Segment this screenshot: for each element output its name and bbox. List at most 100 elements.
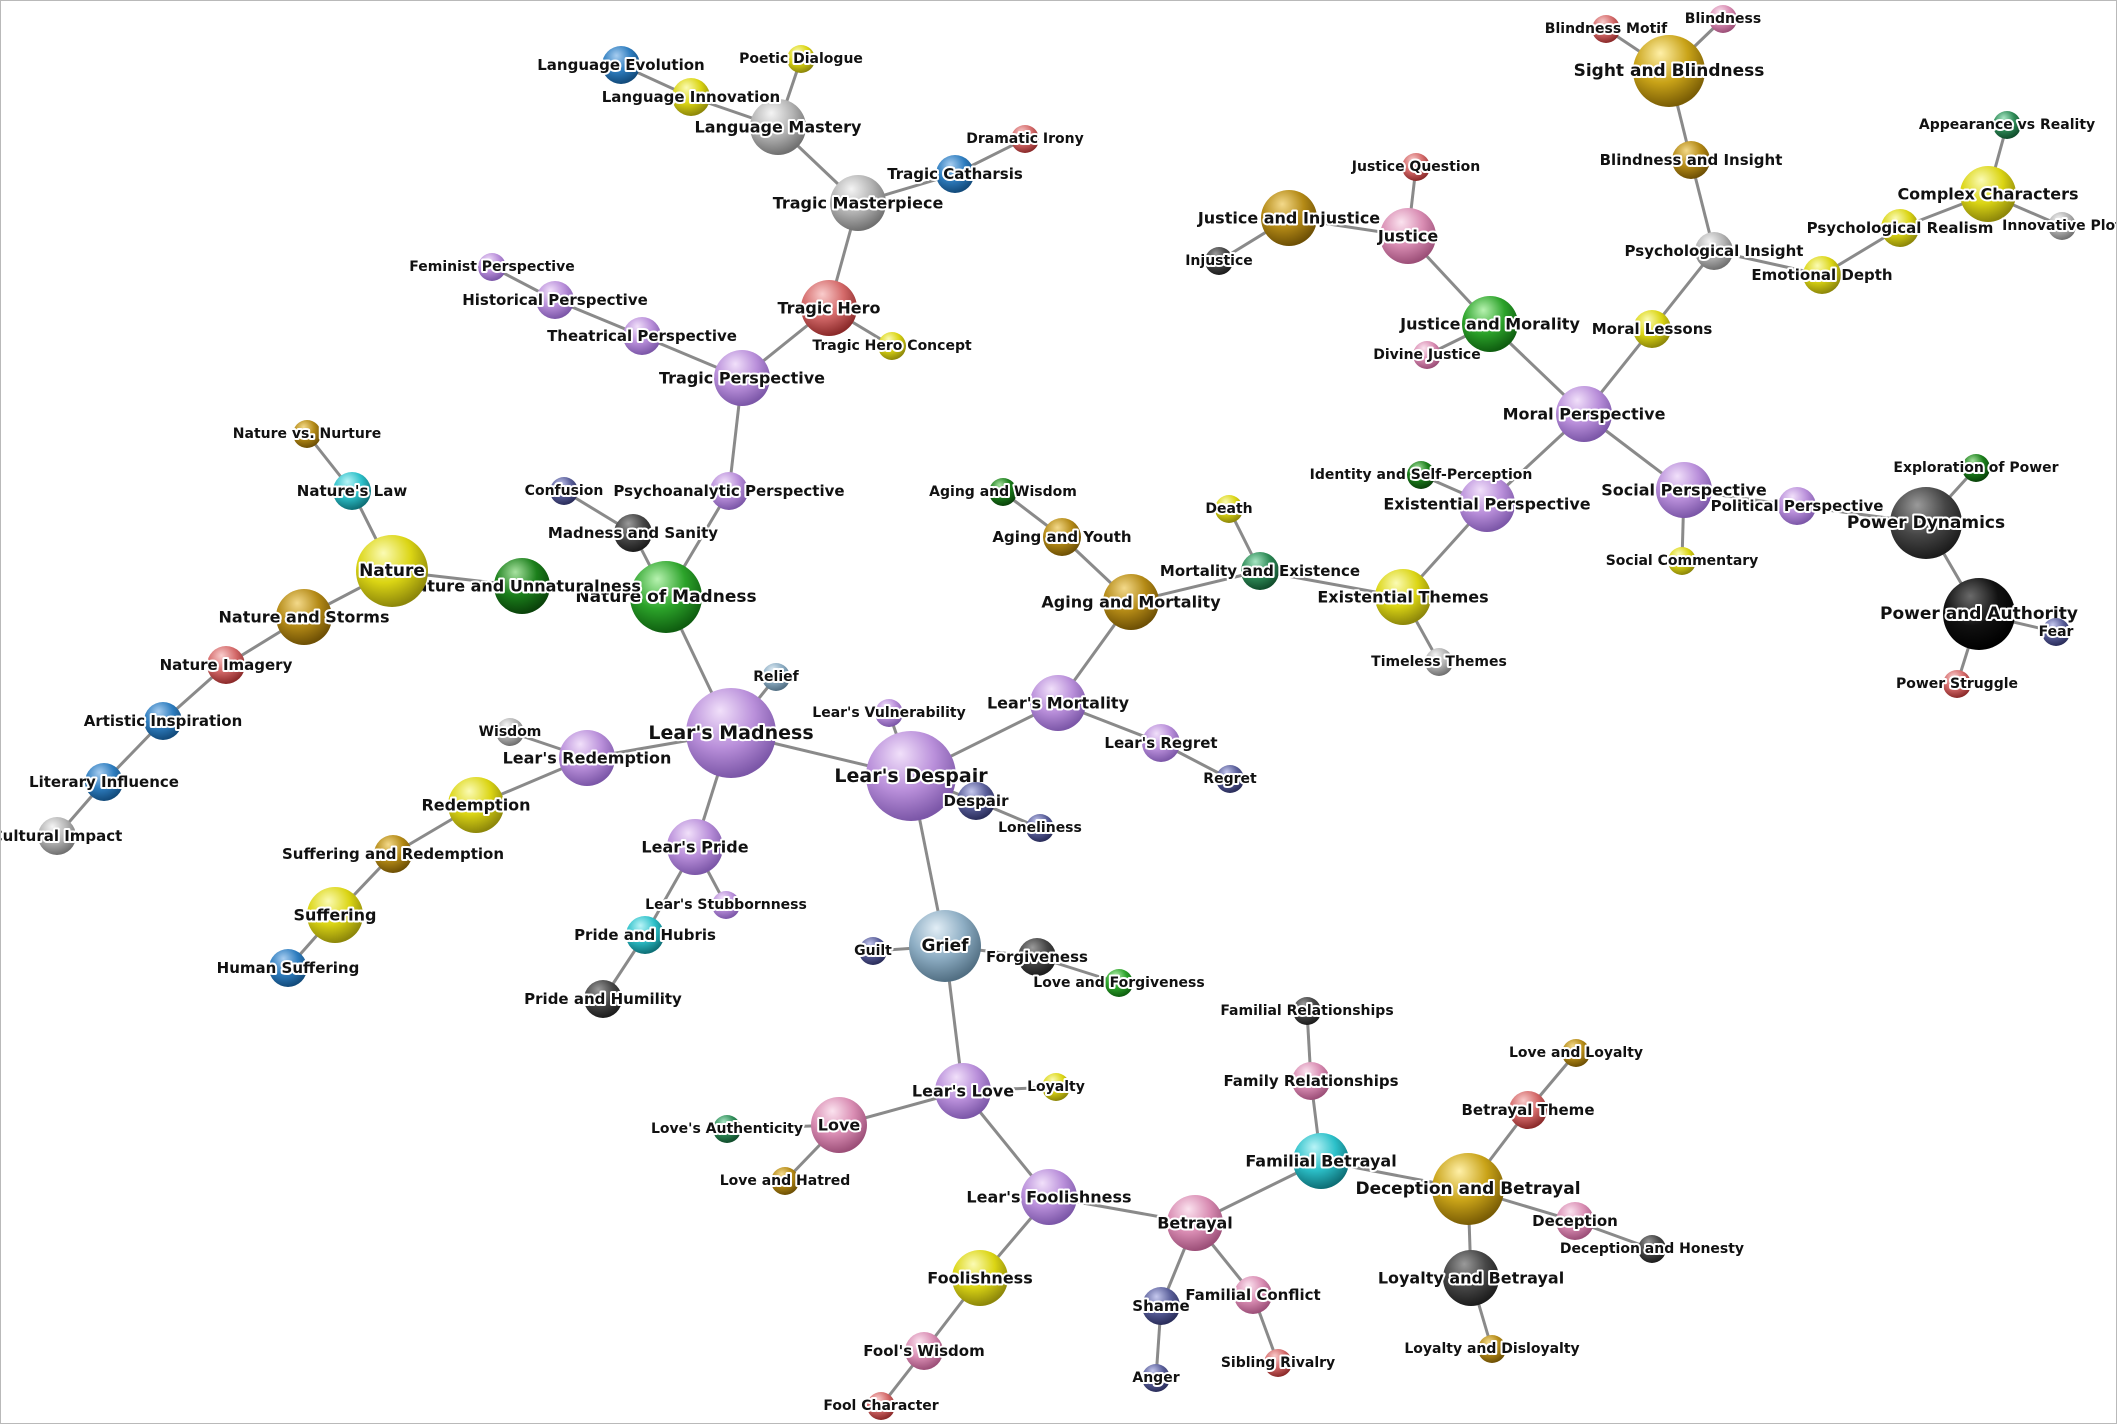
node-sphere[interactable] <box>276 589 332 645</box>
node-divine-justice[interactable]: Divine Justice <box>1371 341 1483 369</box>
node-sphere[interactable] <box>1432 1153 1504 1225</box>
node-sphere[interactable] <box>1695 232 1733 270</box>
node-sphere[interactable] <box>1890 487 1962 559</box>
node-betrayal-theme[interactable]: Betrayal Theme <box>1460 1091 1597 1129</box>
node-natures-law[interactable]: Nature's Law <box>295 472 409 510</box>
node-familial-conflict[interactable]: Familial Conflict <box>1183 1276 1323 1314</box>
node-lears-foolishness[interactable]: Lear's Foolishness <box>964 1169 1134 1225</box>
node-blindness[interactable]: Blindness <box>1683 5 1763 33</box>
node-injustice[interactable]: Injustice <box>1183 247 1255 275</box>
node-sphere[interactable] <box>712 891 740 919</box>
node-sphere[interactable] <box>1026 814 1054 842</box>
node-sphere[interactable] <box>630 561 702 633</box>
node-literary-influence[interactable]: Literary Influence <box>27 763 181 801</box>
node-nature-imagery[interactable]: Nature Imagery <box>158 646 295 684</box>
node-sphere[interactable] <box>762 663 790 691</box>
node-sphere[interactable] <box>1425 648 1453 676</box>
node-justice-question[interactable]: Justice Question <box>1349 153 1482 181</box>
node-nature[interactable]: Nature <box>356 535 428 607</box>
node-sphere[interactable] <box>935 1063 991 1119</box>
node-sphere[interactable] <box>1562 1039 1590 1067</box>
node-tragic-catharsis[interactable]: Tragic Catharsis <box>885 155 1025 193</box>
node-sphere[interactable] <box>448 777 504 833</box>
node-lears-stubbornness[interactable]: Lear's Stubbornness <box>643 891 809 919</box>
node-sphere[interactable] <box>1803 256 1841 294</box>
node-sphere[interactable] <box>750 99 806 155</box>
node-aging-and-wisdom[interactable]: Aging and Wisdom <box>927 478 1079 506</box>
node-sphere[interactable] <box>1413 341 1441 369</box>
node-sphere[interactable] <box>866 731 956 821</box>
node-sphere[interactable] <box>1216 765 1244 793</box>
node-suffering[interactable]: Suffering <box>292 887 378 943</box>
node-sphere[interactable] <box>623 317 661 355</box>
node-pride-and-hubris[interactable]: Pride and Hubris <box>572 916 718 954</box>
node-sphere[interactable] <box>1993 111 2021 139</box>
node-familial-relationships[interactable]: Familial Relationships <box>1218 997 1396 1025</box>
node-foolishness[interactable]: Foolishness <box>925 1250 1035 1306</box>
node-psychoanalytic-perspective[interactable]: Psychoanalytic Perspective <box>611 472 847 510</box>
node-sphere[interactable] <box>905 1332 943 1370</box>
node-lears-vulnerability[interactable]: Lear's Vulnerability <box>810 699 968 727</box>
node-sphere[interactable] <box>1264 1349 1292 1377</box>
node-sphere[interactable] <box>2042 618 2070 646</box>
node-nature-of-madness[interactable]: Nature of Madness <box>573 561 759 633</box>
node-power-struggle[interactable]: Power Struggle <box>1894 670 2020 698</box>
node-sphere[interactable] <box>1205 247 1233 275</box>
node-lears-regret[interactable]: Lear's Regret <box>1102 724 1220 762</box>
node-social-commentary[interactable]: Social Commentary <box>1604 547 1760 575</box>
node-sphere[interactable] <box>1241 552 1279 590</box>
node-deception-and-honesty[interactable]: Deception and Honesty <box>1558 1235 1746 1263</box>
node-sphere[interactable] <box>626 916 664 954</box>
node-dramatic-irony[interactable]: Dramatic Irony <box>964 125 1086 153</box>
node-human-suffering[interactable]: Human Suffering <box>215 949 361 987</box>
node-sphere[interactable] <box>1407 461 1435 489</box>
node-guilt[interactable]: Guilt <box>852 937 894 965</box>
node-sphere[interactable] <box>1592 15 1620 43</box>
node-power-dynamics[interactable]: Power Dynamics <box>1845 487 2007 559</box>
node-sphere[interactable] <box>1293 1133 1349 1189</box>
node-sphere[interactable] <box>909 910 981 982</box>
node-sphere[interactable] <box>952 1250 1008 1306</box>
node-sphere[interactable] <box>787 45 815 73</box>
node-sphere[interactable] <box>293 420 321 448</box>
node-redemption[interactable]: Redemption <box>419 777 533 833</box>
node-sphere[interactable] <box>771 1167 799 1195</box>
node-moral-lessons[interactable]: Moral Lessons <box>1590 310 1714 348</box>
node-sphere[interactable] <box>989 478 1017 506</box>
node-wisdom[interactable]: Wisdom <box>477 718 543 746</box>
node-sphere[interactable] <box>867 1392 895 1420</box>
node-sphere[interactable] <box>1668 547 1696 575</box>
node-loyalty-and-betrayal[interactable]: Loyalty and Betrayal <box>1376 1250 1566 1306</box>
node-sphere[interactable] <box>875 699 903 727</box>
node-sphere[interactable] <box>307 887 363 943</box>
node-language-evolution[interactable]: Language Evolution <box>535 46 707 84</box>
node-sphere[interactable] <box>1234 1276 1272 1314</box>
node-sphere[interactable] <box>1633 35 1705 107</box>
node-sphere[interactable] <box>1103 574 1159 630</box>
node-sphere[interactable] <box>672 78 710 116</box>
node-sphere[interactable] <box>1672 141 1710 179</box>
node-psychological-insight[interactable]: Psychological Insight <box>1623 232 1805 270</box>
node-sphere[interactable] <box>559 730 615 786</box>
node-sphere[interactable] <box>144 702 182 740</box>
node-love-and-forgiveness[interactable]: Love and Forgiveness <box>1031 969 1207 997</box>
node-sphere[interactable] <box>1633 310 1671 348</box>
node-sphere[interactable] <box>1292 1062 1330 1100</box>
node-fool-character[interactable]: Fool Character <box>821 1392 941 1420</box>
node-lears-love[interactable]: Lear's Love <box>910 1063 1016 1119</box>
node-sphere[interactable] <box>1478 1335 1506 1363</box>
node-sphere[interactable] <box>710 472 748 510</box>
node-emotional-depth[interactable]: Emotional Depth <box>1749 256 1895 294</box>
node-sphere[interactable] <box>667 819 723 875</box>
node-grief[interactable]: Grief <box>909 910 981 982</box>
node-psychological-realism[interactable]: Psychological Realism <box>1805 209 1995 247</box>
node-sphere[interactable] <box>1778 487 1816 525</box>
node-deception[interactable]: Deception <box>1530 1202 1620 1240</box>
node-sphere[interactable] <box>1462 296 1518 352</box>
node-sphere[interactable] <box>1375 569 1431 625</box>
node-sphere[interactable] <box>1030 675 1086 731</box>
node-lears-pride[interactable]: Lear's Pride <box>639 819 751 875</box>
node-historical-perspective[interactable]: Historical Perspective <box>460 281 650 319</box>
node-sphere[interactable] <box>85 763 123 801</box>
node-sphere[interactable] <box>859 937 887 965</box>
